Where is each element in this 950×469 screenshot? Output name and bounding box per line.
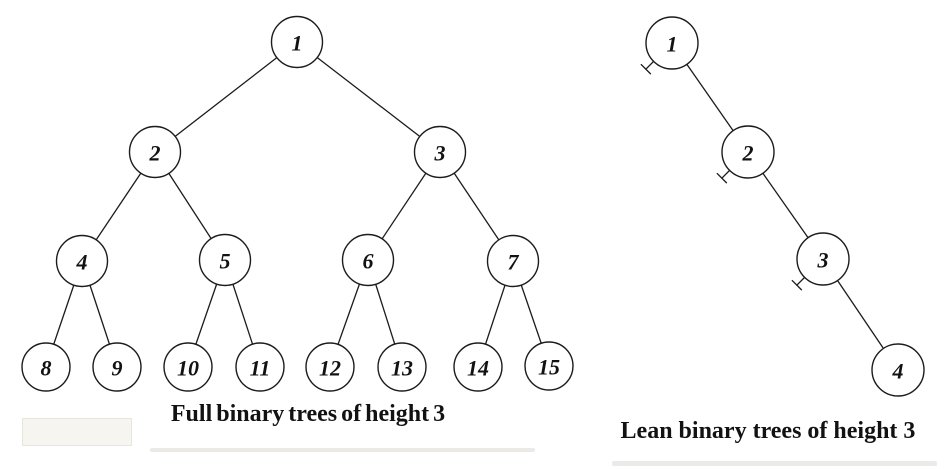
erased-text-artifact: [150, 448, 535, 452]
lean-tree-nil-left-marker-2: [716, 169, 731, 184]
full-tree-node-label-12: 12: [319, 356, 341, 381]
full-tree-node-label-11: 11: [250, 356, 271, 381]
full-tree-node-label-1: 1: [292, 31, 303, 56]
full-tree-edge-1-3: [296, 41, 441, 153]
erased-text-artifact: [612, 461, 937, 466]
full-tree-node-label-2: 2: [149, 141, 161, 166]
lean-tree-nil-left-marker-3: [791, 276, 806, 291]
lean-tree-node-label-4: 4: [892, 359, 904, 384]
lean-tree-node-1: [645, 16, 699, 70]
full-tree-node-7: [486, 234, 540, 288]
lean-tree-node-2: [721, 125, 775, 179]
full-tree-node-5: [198, 233, 252, 287]
full-tree-node-label-8: 8: [41, 356, 52, 381]
lean-tree-nil-left-marker-1: [640, 60, 655, 75]
full-tree-node-2: [128, 125, 182, 179]
full-tree-node-6: [341, 233, 395, 287]
full-tree-node-4: [55, 234, 109, 288]
lean-tree-node-label-2: 2: [742, 141, 754, 166]
lean-tree-node-label-3: 3: [817, 248, 829, 273]
full-tree-node-label-6: 6: [363, 249, 374, 274]
full-tree-node-15: [524, 341, 574, 391]
full-tree-node-label-15: 15: [538, 355, 560, 380]
full-tree-node-label-13: 13: [391, 356, 413, 381]
lean-tree-node-label-1: 1: [667, 32, 678, 57]
full-tree-node-9: [92, 342, 142, 392]
erased-text-artifact: [22, 418, 132, 446]
lean-tree-node-3: [796, 232, 850, 286]
full-tree-node-label-10: 10: [177, 356, 199, 381]
full-tree-node-14: [453, 342, 503, 392]
full-tree-node-13: [377, 342, 427, 392]
full-tree-node-label-4: 4: [76, 250, 88, 275]
full-tree-node-label-9: 9: [112, 356, 123, 381]
lean-tree-node-4: [871, 343, 925, 397]
full-tree-node-12: [305, 342, 355, 392]
full-tree-node-11: [235, 342, 285, 392]
left-tree-caption: Full binary trees of height 3: [170, 401, 446, 427]
full-tree-node-label-3: 3: [434, 141, 446, 166]
full-tree-node-label-5: 5: [220, 249, 231, 274]
full-tree-edge-1-2: [154, 41, 298, 153]
full-tree-node-8: [21, 342, 71, 392]
right-tree-caption: Lean binary trees of height 3: [620, 418, 916, 444]
full-tree-node-label-7: 7: [508, 250, 520, 275]
full-tree-node-1: [270, 15, 324, 69]
full-tree-node-10: [163, 342, 213, 392]
full-tree-node-3: [413, 125, 467, 179]
full-tree-node-label-14: 14: [467, 356, 489, 381]
